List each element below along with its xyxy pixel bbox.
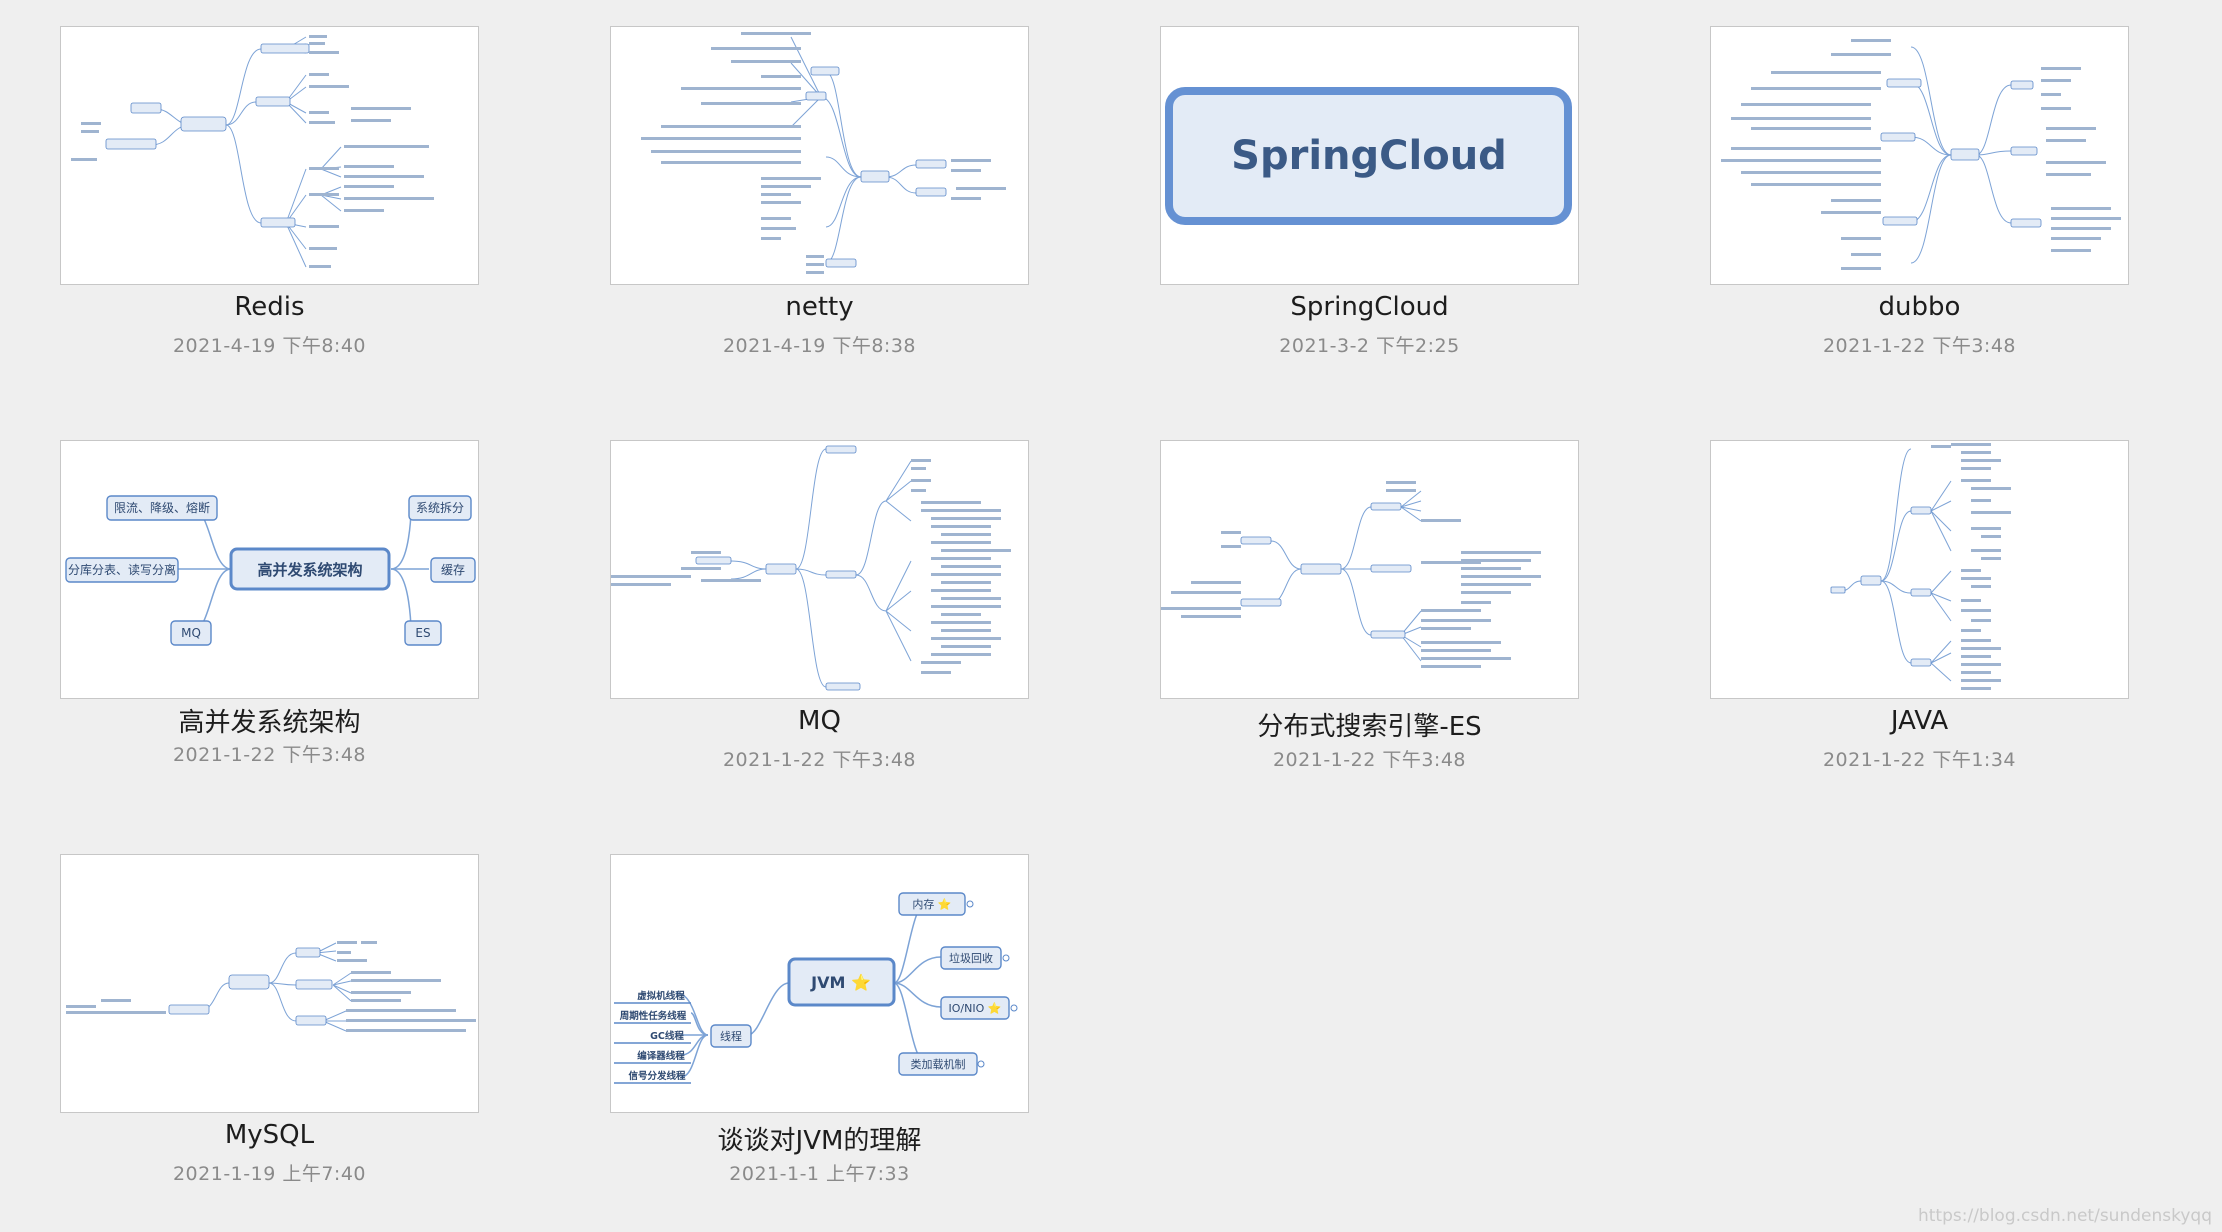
file-title[interactable]: 高并发系统架构 (178, 708, 361, 738)
mindmap-node: 垃圾回收 (949, 951, 993, 965)
file-title[interactable]: SpringCloud (1290, 292, 1449, 322)
file-date: 2021-1-1 上午7:33 (729, 1163, 910, 1185)
thumbnail[interactable] (1710, 440, 2129, 699)
springcloud-node-label: SpringCloud (1231, 133, 1507, 179)
file-date: 2021-4-19 下午8:38 (722, 335, 917, 357)
watermark: https://blog.csdn.net/sundenskyqq (1917, 1206, 2212, 1226)
file-date: 2021-1-19 上午7:40 (172, 1163, 367, 1185)
thumbnail[interactable] (610, 26, 1029, 285)
mindmap-center-node: 高并发系统架构 (257, 561, 362, 579)
mindmap-node: IO/NIO ⭐ (949, 1002, 1002, 1015)
thumbnail[interactable]: 高并发系统架构 限流、降级、熔断 系统拆分 分库分表、读写分离 缓存 MQ ES (60, 440, 479, 699)
mindmap-node: 线程 (720, 1029, 742, 1043)
mindmap-node: 系统拆分 (416, 500, 464, 515)
file-date: 2021-1-22 下午3:48 (722, 749, 917, 771)
file-date: 2021-3-2 下午2:25 (1279, 335, 1460, 357)
thumbnail[interactable] (610, 440, 1029, 699)
mindmap-leaf: 周期性任务线程 (620, 1010, 687, 1022)
mindmap-node: 缓存 (441, 563, 465, 577)
mindmap-node: ES (415, 626, 430, 640)
mindmap-leaf: GC线程 (650, 1030, 684, 1042)
file-date: 2021-1-22 下午3:48 (172, 744, 367, 766)
file-title[interactable]: MySQL (224, 1120, 315, 1150)
mindmap-node: 类加载机制 (911, 1057, 966, 1071)
mindmap-node: 分库分表、读写分离 (68, 562, 176, 577)
thumbnail[interactable]: JVM ⭐ 内存 ⭐ 垃圾回收 IO/NIO ⭐ 类加载机制 线程 虚拟机线程 … (610, 854, 1029, 1113)
mindmap-leaf: 虚拟机线程 (637, 990, 685, 1002)
file-title[interactable]: netty (785, 292, 854, 322)
thumbnail[interactable]: SpringCloud (1160, 26, 1579, 285)
thumbnail[interactable] (1710, 26, 2129, 285)
mindmap-center-node: JVM ⭐ (810, 973, 871, 992)
mindmap-leaf: 信号分发线程 (628, 1070, 686, 1082)
file-date: 2021-1-22 下午3:48 (1272, 749, 1467, 771)
file-title[interactable]: MQ (798, 706, 841, 736)
thumbnail[interactable] (60, 26, 479, 285)
mindmap-node: 限流、降级、熔断 (114, 500, 210, 515)
file-date: 2021-1-22 下午3:48 (1822, 335, 2017, 357)
mindmap-node: MQ (181, 626, 201, 640)
thumbnail[interactable] (1160, 440, 1579, 699)
thumbnail[interactable] (60, 854, 479, 1113)
file-title[interactable]: dubbo (1878, 292, 1961, 322)
file-title[interactable]: JAVA (1890, 706, 1949, 736)
file-title[interactable]: 分布式搜索引擎-ES (1257, 712, 1482, 742)
mindmap-node: 内存 ⭐ (912, 897, 951, 911)
file-date: 2021-1-22 下午1:34 (1822, 749, 2017, 771)
file-title[interactable]: 谈谈对JVM的理解 (717, 1126, 922, 1156)
mindmap-leaf: 编译器线程 (637, 1050, 685, 1062)
file-date: 2021-4-19 下午8:40 (172, 335, 367, 357)
file-title[interactable]: Redis (234, 292, 305, 322)
